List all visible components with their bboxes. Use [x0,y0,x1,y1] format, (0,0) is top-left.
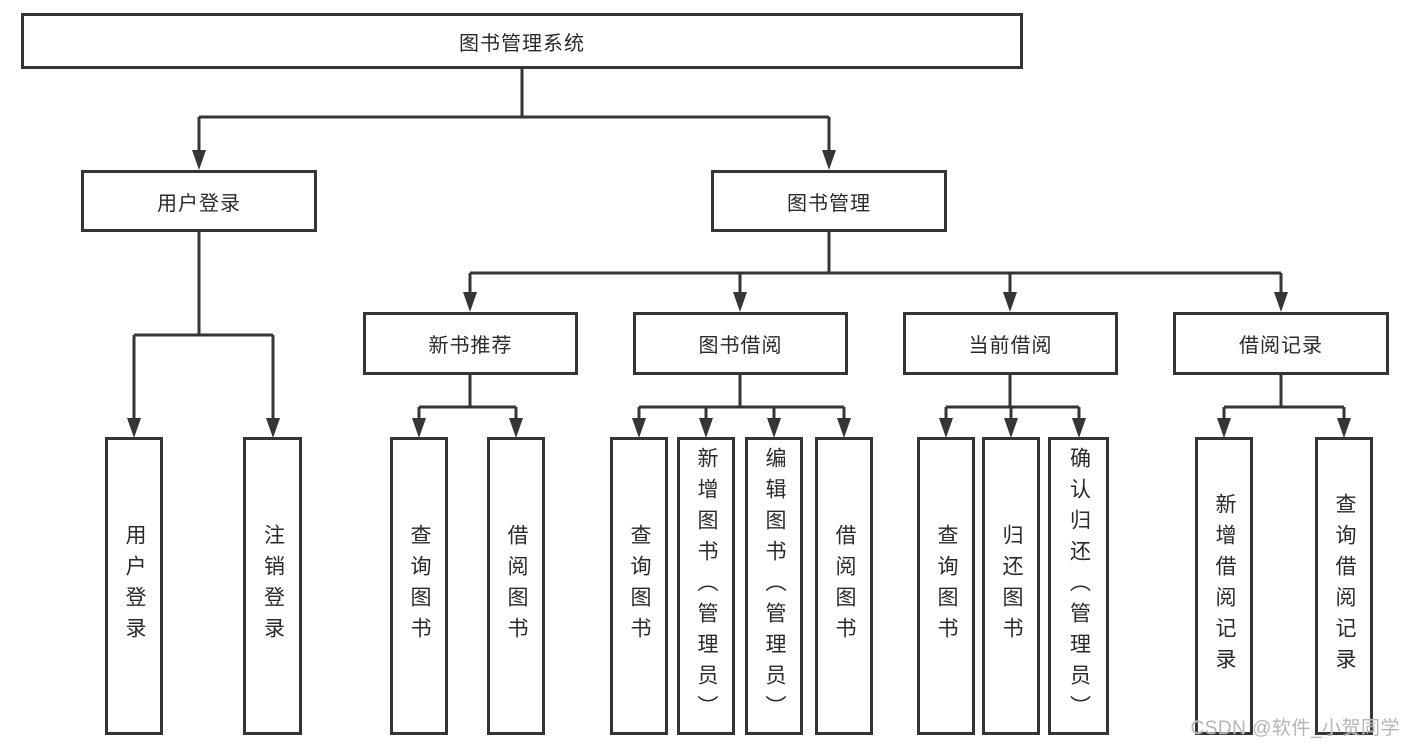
leaf-add-books-admin: 新增图书（管理员） [677,437,735,735]
leaf-query-books-recommend: 查询图书 [390,437,448,735]
leaf-user-login: 用户登录 [105,437,163,735]
leaf-borrow-books-recommend-label: 借阅图书 [505,524,528,648]
node-book-borrow-label: 图书借阅 [698,335,783,357]
leaf-borrow-books-borrow: 借阅图书 [815,437,873,735]
node-root-system: 图书管理系统 [21,13,1023,69]
leaf-logout-label: 注销登录 [261,524,285,648]
leaf-add-borrow-record: 新增借阅记录 [1195,437,1253,735]
node-new-book-recommend: 新书推荐 [363,312,578,375]
leaf-edit-books-admin-label: 编辑图书（管理员） [763,446,786,726]
leaf-confirm-return-admin: 确认归还（管理员） [1048,437,1109,735]
node-borrow-records-label: 借阅记录 [1239,335,1323,357]
leaf-add-borrow-record-label: 新增借阅记录 [1213,493,1236,679]
node-new-book-recommend-label: 新书推荐 [428,335,513,357]
node-book-management-label: 图书管理 [787,192,871,215]
leaf-query-books-borrow: 查询图书 [610,437,668,735]
leaf-confirm-return-admin-label: 确认归还（管理员） [1067,446,1091,726]
node-root-label: 图书管理系统 [459,32,585,55]
leaf-return-books: 归还图书 [982,437,1040,735]
leaf-query-books-current: 查询图书 [917,437,975,735]
leaf-query-borrow-record: 查询借阅记录 [1315,437,1373,735]
leaf-query-borrow-record-label: 查询借阅记录 [1333,493,1356,679]
leaf-edit-books-admin: 编辑图书（管理员） [745,437,803,735]
node-user-login: 用户登录 [81,170,317,232]
leaf-query-books-recommend-label: 查询图书 [408,524,431,648]
leaf-return-books-label: 归还图书 [1000,524,1023,648]
leaf-borrow-books-recommend: 借阅图书 [487,437,545,735]
leaf-borrow-books-borrow-label: 借阅图书 [833,524,856,648]
leaf-logout: 注销登录 [243,437,302,735]
leaf-add-books-admin-label: 新增图书（管理员） [695,446,718,726]
node-book-management: 图书管理 [711,170,947,232]
leaf-query-books-current-label: 查询图书 [935,524,958,648]
node-current-borrow-label: 当前借阅 [968,335,1053,357]
arrowheads [127,150,1351,438]
node-user-login-label: 用户登录 [157,192,241,215]
csdn-watermark: CSDN @软件_小贺同学 [1190,718,1400,739]
node-book-borrow: 图书借阅 [633,312,848,375]
node-borrow-records: 借阅记录 [1173,312,1389,375]
leaf-user-login-label: 用户登录 [123,524,146,648]
node-current-borrow: 当前借阅 [903,312,1118,375]
leaf-query-books-borrow-label: 查询图书 [628,524,651,648]
